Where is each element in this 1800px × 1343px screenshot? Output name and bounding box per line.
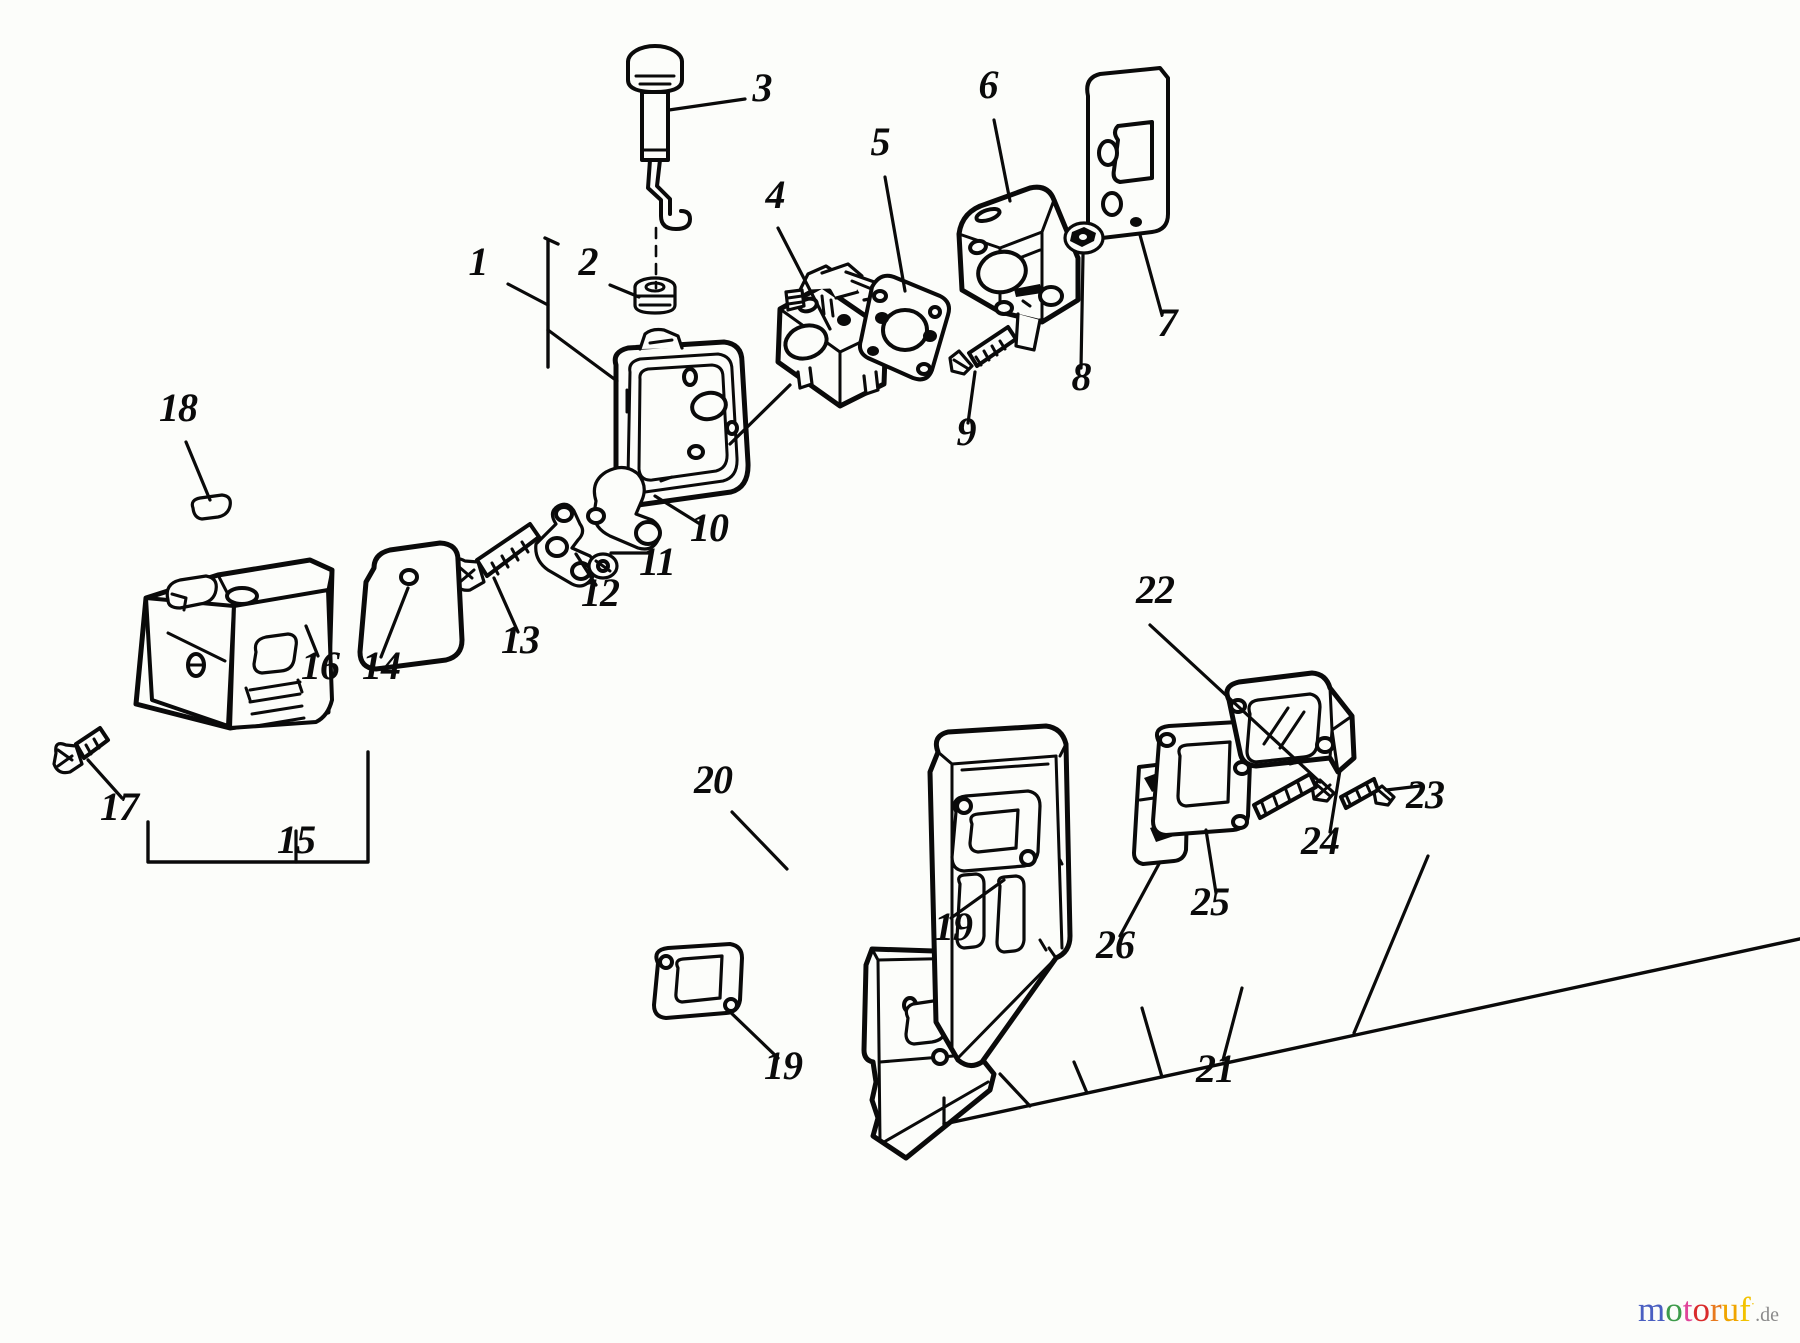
callout-20: 20 [693,757,733,802]
callout-10: 10 [690,505,729,550]
callout-25: 25 [1190,879,1229,924]
watermark-dot: · [1750,1296,1756,1312]
callout-22: 22 [1135,567,1175,612]
part-exhaust-deflector [1224,670,1357,775]
part-air-filter-base [612,327,751,508]
part-screw-23 [1339,777,1396,810]
callout-9: 9 [957,409,977,454]
callout-1: 1 [469,239,488,284]
callout-13: 13 [501,617,539,662]
callout-11: 11 [639,539,675,584]
callout-21: 21 [1195,1046,1234,1091]
part-nut [1063,221,1105,255]
callout-23: 23 [1405,772,1444,817]
watermark-letter: f [1739,1290,1751,1329]
callout-15: 15 [277,817,315,862]
watermark-letter: t [1682,1290,1693,1329]
part-throttle-link [586,465,662,551]
part-muffler-body [927,723,1073,1068]
part-manifold-gasket-plate [1085,66,1170,240]
callout-8: 8 [1072,354,1092,399]
part-carburetor-gasket [857,273,951,382]
part-intake-manifold [956,184,1081,352]
part-throttle-lever [534,502,598,588]
callout-6: 6 [979,62,999,107]
motoruf-watermark: motoruf·.de [1638,1292,1779,1327]
watermark-letter: m [1638,1290,1666,1329]
part-deflector-gasket [1151,720,1253,837]
part-screw-9 [948,325,1018,376]
part-air-filter-element [357,540,465,672]
part-choke-knob-rod [626,44,692,231]
callout-24: 24 [1300,818,1339,863]
callout-18: 18 [159,385,198,430]
callout-26: 26 [1095,922,1135,967]
callout-19: 19 [934,904,973,949]
watermark-letter: u [1721,1290,1740,1329]
watermark-suffix: .de [1755,1304,1780,1326]
callout-17: 17 [100,784,141,829]
watermark-letter: r [1709,1290,1722,1329]
callout-5: 5 [871,119,890,164]
callout-19b: 19 [764,1043,803,1088]
callout-14: 14 [362,643,400,688]
part-muffler-gasket-19a [652,942,744,1020]
part-screw-17 [52,726,110,775]
part-air-cleaner-cover [133,557,335,731]
callout-12: 12 [581,570,620,615]
callout-3: 3 [752,65,772,110]
callout-2: 2 [578,239,599,284]
part-washer-11 [587,552,619,580]
callout-16: 16 [301,643,340,688]
part-emblem [190,493,232,521]
watermark-letter: o [1692,1290,1710,1329]
watermark-letter: o [1665,1290,1683,1329]
part-bolt-22 [1252,772,1336,820]
callout-4: 4 [765,172,785,217]
leader-lines [86,97,1800,1126]
callout-7: 7 [1158,300,1180,345]
callout-numbers: 1 2 3 4 5 6 7 8 9 10 11 12 13 14 15 16 1… [100,62,1445,1091]
